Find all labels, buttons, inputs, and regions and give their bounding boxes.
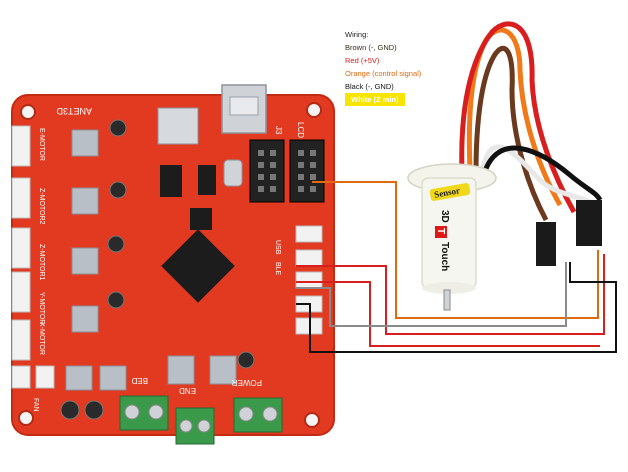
cable-red [459, 21, 577, 214]
dupont-connector [536, 222, 556, 266]
mount-hole [306, 102, 322, 118]
wire-white-zmin [296, 262, 567, 327]
board-name: ANET3D [56, 106, 92, 116]
legend-white: White (Z min) [345, 93, 405, 106]
legend-red: Red (+5V) [345, 56, 380, 65]
wire-black [296, 262, 617, 353]
dupont-connector [576, 200, 602, 246]
ble-label: BLE [274, 262, 281, 276]
mount-hole [20, 104, 36, 120]
sensor-name-mark: T [435, 228, 446, 234]
motor-label-z2: Z-MOTOR2 [38, 188, 45, 225]
fan-connector [35, 365, 55, 389]
bed-label: BED [131, 376, 148, 385]
cable-white [479, 144, 598, 208]
legend-black: Black (-, GND) [345, 82, 394, 91]
mainboard: ANET3D J3 LCD [11, 84, 335, 445]
lcd-connector [289, 139, 325, 203]
usb-label: USB [274, 240, 281, 255]
legend-orange: Orange (control signal) [345, 69, 422, 78]
motor-label-e: E-MOTOR [38, 128, 45, 161]
j3-connector [249, 139, 285, 203]
wires [296, 181, 617, 353]
sensor-name-prefix: 3D [439, 210, 450, 223]
wire-red-gnd [296, 281, 600, 347]
cable-black [481, 145, 603, 202]
mcu-chip [161, 229, 235, 303]
cable-orange [466, 27, 563, 207]
legend-title: Wiring: [345, 30, 369, 39]
ic-chip [198, 165, 216, 195]
motor-label-z1: Z-MOTOR1 [38, 244, 45, 281]
stepper-drivers [71, 129, 99, 333]
mount-hole [304, 412, 320, 428]
wire-red [296, 254, 605, 335]
j3-label: J3 [274, 126, 283, 135]
motor-connectors [11, 125, 31, 361]
motor-label-y: Y-MOTOR [38, 292, 45, 324]
capacitors [60, 119, 255, 420]
wire-orange [312, 181, 599, 319]
mosfet-heatsinks [65, 355, 237, 391]
ic-chip [160, 165, 182, 197]
motor-label-x: X-MOTOR [38, 322, 45, 355]
sd-card-slot [157, 107, 199, 145]
power-label: POWER [232, 378, 262, 387]
legend-brown: Brown (-, GND) [345, 43, 397, 52]
cable-brown [473, 45, 549, 222]
sensor-name-suffix: Touch [439, 242, 450, 271]
ic-chip [190, 208, 212, 230]
fan-connector [11, 365, 31, 389]
mount-hole [18, 410, 34, 426]
crystal-oscillator [223, 159, 243, 187]
wiring-legend: Wiring: Brown (-, GND) Red (+5V) Orange … [345, 28, 495, 106]
fan-label: FAN [32, 398, 39, 412]
lcd-label: LCD [296, 122, 305, 138]
3dtouch-sensor: Sensor 3D T Touch [407, 21, 603, 311]
sensor-brand: Sensor [433, 185, 460, 199]
probe-pin [443, 289, 451, 311]
end-label: END [179, 386, 196, 395]
